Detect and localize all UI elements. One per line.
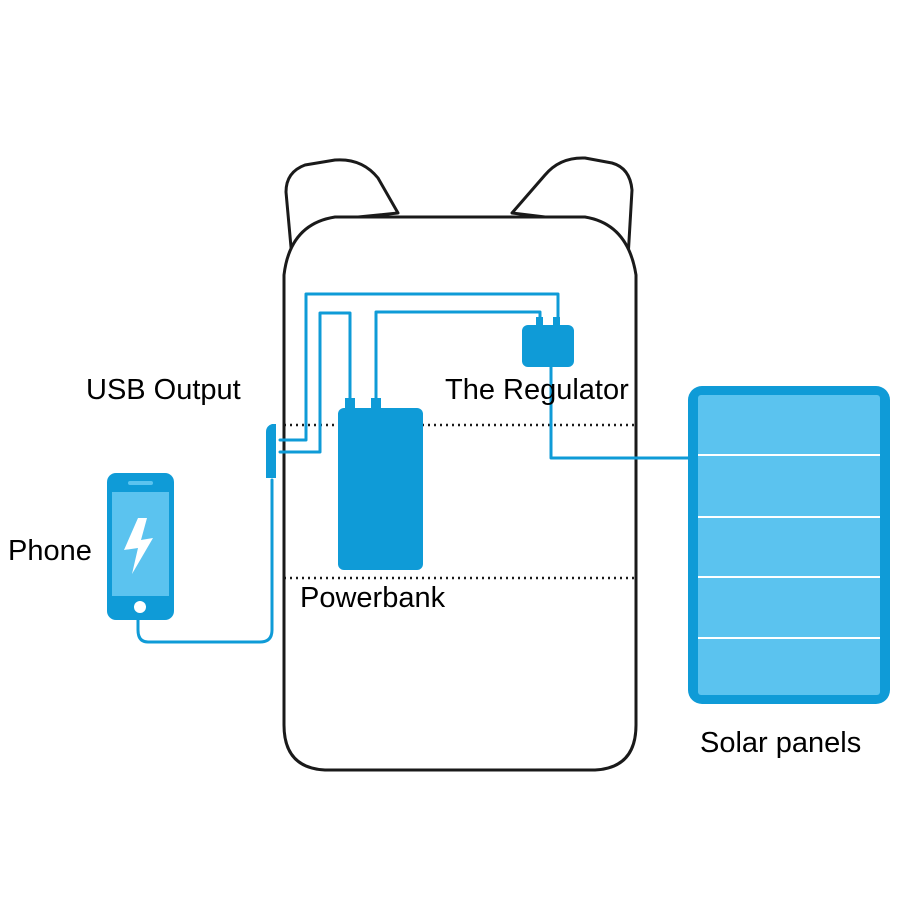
wire-regulator-to-usb: [278, 292, 560, 442]
label-usb-output: USB Output: [86, 374, 241, 406]
lightning-bolt-icon: [124, 518, 153, 574]
wire-usb-to-phone: [136, 478, 274, 644]
phone-speaker: [128, 481, 153, 485]
internal-wiring: [136, 292, 692, 644]
solar-panel: [688, 386, 890, 704]
wire-regulator-to-powerbank: [374, 310, 542, 407]
regulator-device: [522, 317, 574, 367]
usb-output-port: [266, 424, 276, 478]
phone-home-button: [134, 601, 146, 613]
label-solar-panels: Solar panels: [700, 727, 861, 759]
label-phone: Phone: [8, 535, 92, 567]
solar-cells-area: [698, 395, 880, 695]
label-powerbank: Powerbank: [300, 582, 446, 614]
powerbank-device: [338, 398, 423, 570]
backpack-body: [282, 215, 638, 772]
phone-device: [107, 473, 174, 620]
label-regulator: The Regulator: [445, 374, 629, 406]
wire-regulator-to-solar: [549, 358, 692, 460]
wire-powerbank-out: [278, 311, 352, 454]
